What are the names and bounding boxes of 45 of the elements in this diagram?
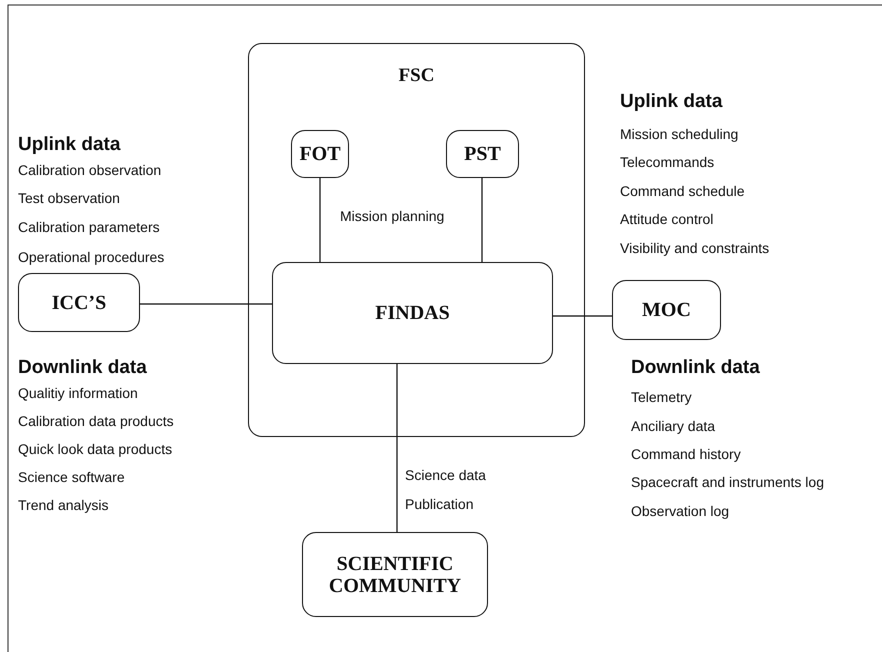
list-item: Operational procedures bbox=[18, 250, 164, 266]
node-label: ICC’S bbox=[52, 292, 106, 314]
list-item: Telecommands bbox=[620, 155, 714, 170]
list-item: Calibration observation bbox=[18, 163, 162, 178]
list-item: Publication bbox=[405, 497, 474, 512]
node-label: FOT bbox=[299, 143, 341, 165]
list-item: Visibility and constraints bbox=[620, 241, 770, 256]
list-item: Attitude control bbox=[620, 212, 714, 228]
section-heading: Uplink data bbox=[18, 135, 120, 156]
list-item: Test observation bbox=[18, 191, 120, 206]
list-item: Calibration data products bbox=[18, 414, 174, 430]
list-item: Mission planning bbox=[340, 209, 444, 224]
group-box bbox=[248, 43, 585, 437]
process-box bbox=[272, 262, 553, 364]
connector-line bbox=[396, 364, 398, 532]
list-item: Science software bbox=[18, 470, 125, 486]
list-item: Observation log bbox=[631, 504, 730, 520]
process-box bbox=[18, 273, 140, 332]
list-item: Command history bbox=[631, 447, 741, 462]
section-heading: Uplink data bbox=[620, 92, 722, 113]
list-item: Qualitiy information bbox=[18, 386, 138, 402]
list-item: Mission scheduling bbox=[620, 127, 738, 142]
connector-line bbox=[553, 315, 612, 317]
process-box bbox=[302, 532, 488, 617]
connector-line bbox=[481, 178, 483, 262]
list-item: Trend analysis bbox=[18, 498, 109, 514]
list-item: Telemetry bbox=[631, 390, 692, 406]
list-item: Spacecraft and instruments log bbox=[631, 475, 824, 490]
list-item: Anciliary data bbox=[631, 419, 716, 434]
node-label: MOC bbox=[642, 299, 691, 321]
node-label: PST bbox=[464, 143, 501, 165]
process-box bbox=[291, 130, 349, 178]
section-heading: Downlink data bbox=[18, 358, 147, 379]
process-box bbox=[446, 130, 519, 178]
connector-line bbox=[319, 178, 321, 262]
list-item: Quick look data products bbox=[18, 442, 172, 458]
node-label: FSC bbox=[398, 66, 434, 87]
list-item: Command schedule bbox=[620, 184, 745, 200]
node-label: SCIENTIFIC COMMUNITY bbox=[328, 552, 462, 596]
list-item: Calibration parameters bbox=[18, 220, 160, 236]
section-heading: Downlink data bbox=[631, 358, 760, 379]
connector-line bbox=[140, 303, 272, 305]
list-item: Science data bbox=[405, 468, 486, 484]
process-box bbox=[612, 280, 721, 340]
node-label: FINDAS bbox=[375, 302, 450, 324]
